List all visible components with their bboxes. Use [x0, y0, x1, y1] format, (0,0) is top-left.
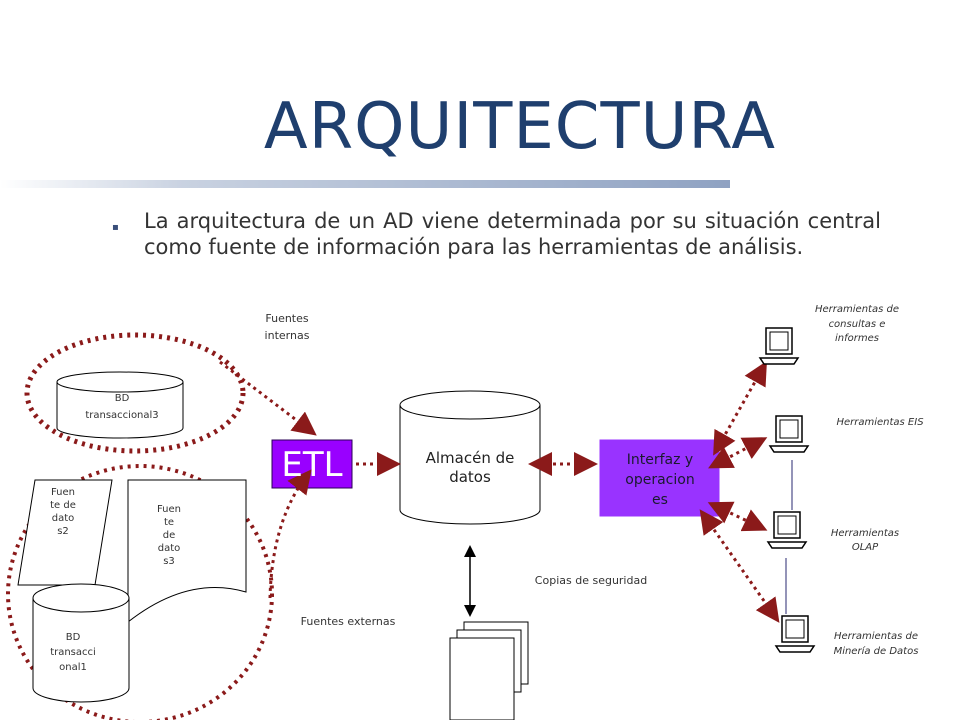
bullet-icon: ▪ — [112, 222, 119, 233]
bd-transaccional3 — [56, 371, 184, 439]
label-consultas-2: consultas e — [829, 319, 886, 330]
arrow-internal-to-etl — [219, 360, 317, 436]
label-interfaz-3: es — [652, 492, 668, 508]
arrow-external-to-etl — [268, 469, 312, 599]
label-fuente3-4: dato — [158, 543, 181, 554]
label-fuente2-2: te de — [50, 500, 76, 511]
label-almacen-2: datos — [449, 468, 491, 486]
label-bd3-2: transaccional3 — [85, 410, 158, 421]
label-fuente3-1: Fuen — [157, 504, 181, 515]
internal-sources-ellipse — [24, 332, 246, 454]
label-fuente2-1: Fuen — [51, 487, 75, 498]
computer-icon-mineria — [774, 615, 816, 653]
label-almacen-1: Almacén de — [426, 449, 515, 467]
label-consultas-1: Herramientas de — [815, 304, 899, 315]
arrow-interfaz-consultas — [713, 360, 767, 456]
bullet-text: La arquitectura de un AD viene determina… — [144, 209, 881, 259]
label-copias: Copias de seguridad — [535, 574, 647, 587]
label-fuentes-externas: Fuentes externas — [301, 615, 396, 628]
almacen-datos — [399, 390, 541, 525]
bd-transaccional1 — [32, 583, 130, 703]
computer-icon-consultas — [758, 327, 800, 365]
label-fuente2-4: s2 — [57, 526, 69, 537]
label-fuente3-3: de — [163, 530, 176, 541]
label-fuente2-3: dato — [52, 513, 75, 524]
external-sources-ellipse — [6, 464, 274, 720]
label-bd1-2: transacci — [50, 647, 96, 658]
label-bd3-1: BD — [115, 393, 130, 404]
label-fuentes-internas-2: internas — [265, 329, 310, 342]
arrow-interfaz-eis — [708, 437, 768, 469]
label-bd1-3: onal1 — [59, 662, 87, 673]
title-underline — [0, 180, 730, 188]
page-title: ARQUITECTURA — [263, 90, 777, 164]
label-bd1-1: BD — [66, 632, 81, 643]
label-interfaz-1: Interfaz y — [627, 452, 693, 468]
label-fuente3-5: s3 — [163, 556, 175, 567]
interfaz-box — [599, 439, 720, 517]
etl-box — [271, 439, 353, 489]
label-etl: ETL — [281, 445, 342, 485]
label-interfaz-2: operacion — [625, 472, 694, 488]
label-fuente3-2: te — [164, 517, 174, 528]
computer-icon-olap — [766, 511, 808, 549]
computer-icon-eis — [768, 415, 810, 453]
backup-documents — [449, 621, 529, 720]
label-mineria-1: Herramientas de — [834, 631, 918, 642]
label-olap-2: OLAP — [852, 542, 879, 553]
arrow-interfaz-olap — [707, 501, 768, 532]
arrow-interfaz-mineria — [699, 509, 780, 623]
fuente-datos-s3 — [127, 479, 247, 624]
label-mineria-2: Minería de Datos — [834, 645, 919, 657]
label-fuentes-internas-1: Fuentes — [265, 312, 309, 325]
label-consultas-3: informes — [835, 333, 879, 344]
label-olap-1: Herramientas — [831, 528, 899, 539]
label-eis: Herramientas EIS — [836, 417, 924, 428]
